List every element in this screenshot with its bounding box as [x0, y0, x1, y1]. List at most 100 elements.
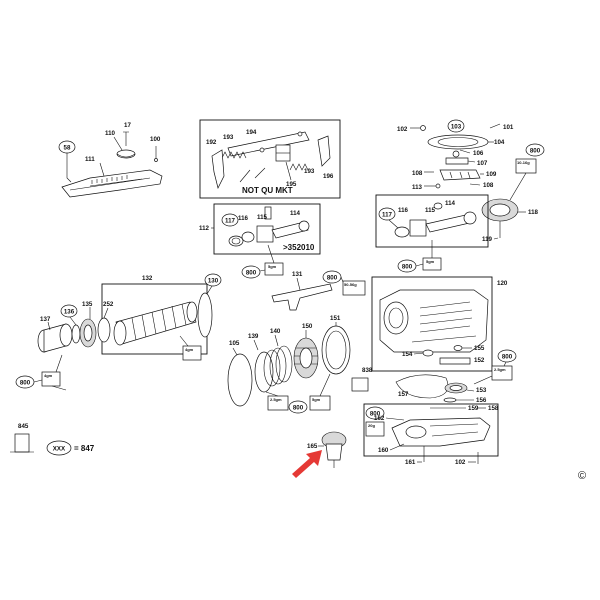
svg-text:4gm: 4gm — [44, 373, 53, 378]
callout-800c: 800 — [241, 265, 261, 279]
label-157: 157 — [398, 391, 409, 398]
label-108: 108 — [412, 170, 423, 177]
label-101: 101 — [503, 124, 514, 131]
svg-text:5gm: 5gm — [268, 264, 277, 269]
suffix-352010-note: >352010 — [283, 243, 315, 252]
label-155: 155 — [474, 345, 485, 352]
svg-text:136: 136 — [64, 309, 75, 316]
svg-text:800: 800 — [402, 264, 413, 271]
screw-17-part — [123, 131, 129, 146]
oring-130-part — [197, 292, 213, 338]
label-104: 104 — [494, 139, 505, 146]
label-165: 165 — [307, 443, 318, 450]
cover-131-part — [271, 283, 333, 311]
label-150: 150 — [302, 323, 313, 330]
callout-58: 58 — [58, 140, 76, 170]
callout-58-text: 58 — [64, 145, 71, 152]
label-17: 17 — [124, 122, 131, 129]
label-160: 160 — [378, 447, 389, 454]
label-140: 140 — [270, 328, 281, 335]
not-qu-mkt-note: NOT QU MKT — [242, 186, 293, 195]
lever-192-part — [211, 149, 225, 190]
rod-assembly-group — [211, 131, 331, 190]
grease-4gm-icon-barrel — [182, 345, 202, 361]
svg-text:800: 800 — [502, 354, 513, 361]
callout-800a: 800 — [525, 143, 545, 157]
label-252: 252 — [103, 301, 114, 308]
part-109 — [439, 169, 481, 181]
label-116b: 116 — [398, 207, 409, 214]
label-108b: 108 — [483, 182, 494, 189]
svg-text:800: 800 — [20, 380, 31, 387]
callout-800b: 800 — [397, 259, 417, 273]
xxx-equals-847-legend: XXX = 847 — [46, 440, 95, 456]
label-114b: 114 — [445, 200, 456, 207]
label-196: 196 — [323, 173, 334, 180]
label-107: 107 — [477, 160, 488, 167]
label-109: 109 — [486, 171, 497, 178]
label-113: 113 — [412, 184, 423, 191]
grease-50-56g-icon — [342, 280, 366, 296]
top-right-group: 102 103 101 104 106 107 108 109 113 108 … — [397, 119, 545, 243]
gear-150-part — [293, 337, 319, 379]
label-192: 192 — [206, 139, 217, 146]
copyright-mark: © — [578, 470, 586, 482]
label-838: 838 — [362, 367, 373, 374]
label-111: 111 — [85, 156, 95, 163]
label-115b: 115 — [425, 207, 436, 214]
part-107 — [445, 157, 469, 165]
disc-104-part — [427, 134, 489, 150]
spring-140-part — [263, 345, 293, 387]
label-106: 106 — [473, 150, 484, 157]
label-plate-845-part — [14, 433, 30, 453]
svg-text:130: 130 — [208, 278, 219, 285]
label-154: 154 — [402, 351, 413, 358]
label-105: 105 — [229, 340, 240, 347]
spring-193b-part — [289, 163, 309, 171]
gear-case-160-part — [391, 417, 491, 447]
label-115a: 115 — [257, 214, 268, 221]
label-102b: 102 — [455, 459, 466, 466]
label-135: 135 — [82, 301, 93, 308]
gear-case-box — [363, 403, 499, 457]
conrod-left-group: 112 117 116 115 114 >352010 — [199, 206, 315, 252]
grease-icon-838 — [351, 377, 369, 392]
label-193b: 193 — [304, 168, 315, 175]
svg-text:4gm: 4gm — [185, 347, 194, 352]
svg-text:103: 103 — [451, 124, 462, 131]
callout-800i: 800 — [365, 406, 385, 420]
callout-117a: 117 — [221, 213, 239, 227]
svg-text:2.5gm: 2.5gm — [494, 367, 506, 372]
svg-text:800: 800 — [530, 148, 541, 155]
conrod-box-left — [213, 203, 321, 255]
label-118: 118 — [528, 209, 539, 216]
svg-text:800: 800 — [370, 411, 381, 418]
housing-box — [371, 276, 493, 372]
label-100: 100 — [150, 136, 161, 143]
svg-text:117: 117 — [382, 212, 393, 219]
svg-text:800: 800 — [327, 275, 338, 282]
label-156: 156 — [476, 397, 487, 404]
callout-130: 130 — [204, 273, 222, 287]
label-139: 139 — [248, 333, 259, 340]
xxx-text: XXX — [53, 446, 66, 453]
label-158: 158 — [488, 405, 499, 412]
not-qu-mkt-box — [199, 119, 341, 199]
main-housing-120-part — [379, 289, 489, 353]
label-110: 110 — [105, 130, 116, 137]
piston-115-part — [409, 219, 427, 237]
screw-102a-part — [420, 125, 426, 131]
svg-text:5gm: 5gm — [312, 397, 321, 402]
rod-part — [227, 131, 310, 157]
label-151: 151 — [330, 315, 341, 322]
label-845: 845 — [18, 423, 29, 430]
barrel-132-part — [113, 301, 198, 346]
label-152: 152 — [474, 357, 485, 364]
label-161: 161 — [405, 459, 416, 466]
label-193a: 193 — [223, 134, 234, 141]
part-152 — [439, 357, 471, 365]
label-195: 195 — [286, 181, 297, 188]
part-165-group: 165 — [307, 431, 347, 468]
callout-800h: 800 — [288, 400, 308, 414]
